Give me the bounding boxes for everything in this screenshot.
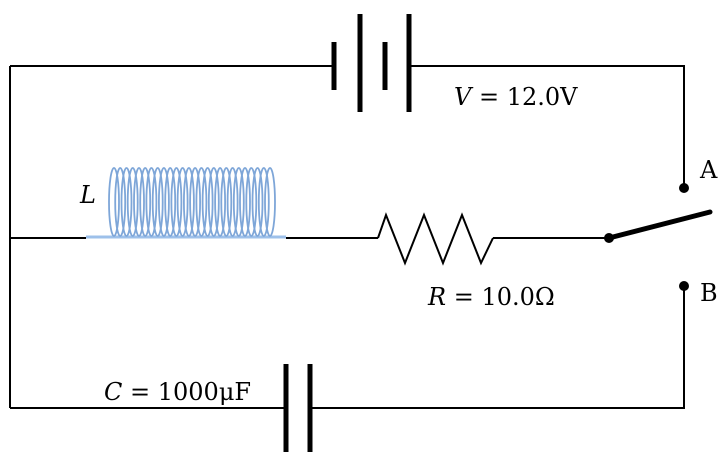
top-right-wire — [411, 65, 685, 188]
coil-turn — [139, 167, 152, 237]
coil-turn — [264, 167, 276, 237]
coil-turn — [170, 167, 183, 237]
terminal-b-label: B — [700, 279, 718, 307]
coil-turn — [164, 167, 177, 237]
coil-turn — [126, 167, 139, 237]
coil-turn — [220, 167, 233, 237]
coil-turn — [195, 167, 208, 237]
switch-terminal-a — [679, 183, 689, 193]
coil-turn — [114, 167, 127, 237]
coil-turn — [189, 167, 202, 237]
coil-turn — [251, 167, 264, 237]
battery — [331, 14, 412, 112]
coil-turn — [207, 167, 220, 237]
coil-turn — [201, 167, 214, 237]
wires — [9, 65, 685, 409]
coil-turn — [214, 167, 227, 237]
resistor-label: R = 10.0Ω — [427, 283, 555, 311]
coil-turn — [232, 167, 245, 237]
battery-label: V = 12.0V — [454, 83, 578, 111]
coil-turn — [176, 167, 189, 237]
inductor-label: L — [79, 181, 96, 209]
coil-turn — [182, 167, 195, 237]
coil-turn — [157, 167, 170, 237]
coil-turn — [145, 167, 158, 237]
bottom-right-wire — [312, 286, 685, 409]
switch — [604, 183, 713, 291]
inductor-coil — [86, 167, 286, 239]
coil-turn — [257, 167, 270, 237]
coil-turns — [108, 167, 276, 237]
terminal-a-label: A — [699, 156, 718, 184]
capacitor-label: C = 1000μF — [104, 378, 251, 406]
switch-terminal-b — [679, 281, 689, 291]
coil-turn — [120, 167, 133, 237]
coil-turn — [239, 167, 251, 237]
switch-blade — [606, 209, 713, 241]
resistor-zigzag — [377, 212, 494, 266]
capacitor — [283, 364, 313, 452]
coil-turn — [108, 167, 120, 237]
coil-turn — [245, 167, 258, 237]
coil-turn — [226, 167, 239, 237]
coil-turn — [151, 167, 164, 237]
coil-turn — [133, 167, 145, 237]
